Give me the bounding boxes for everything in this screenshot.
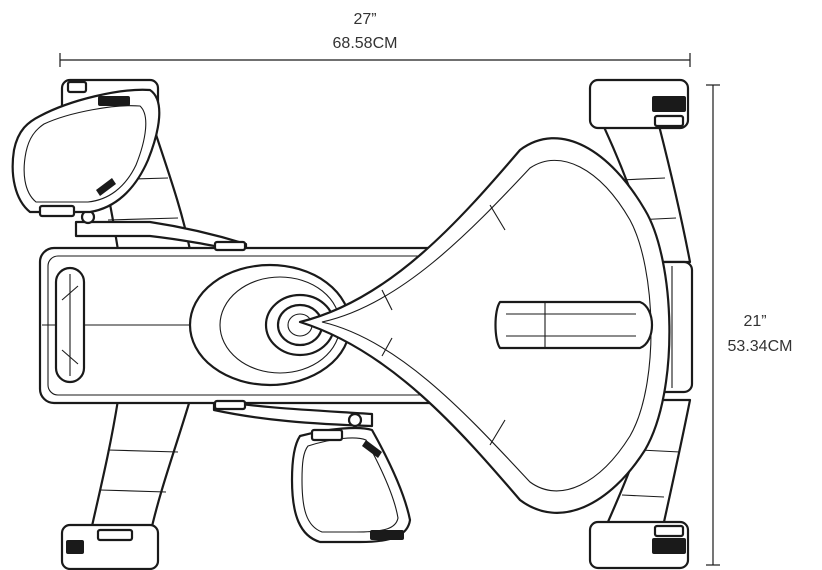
height-inches-label: 21” [743,313,767,330]
pedal-top [11,88,161,218]
width-cm-label: 68.58CM [332,35,398,52]
foot-bottom-left [60,523,160,570]
handle-center-spine [494,300,653,350]
crank-hub [264,293,336,357]
height-dimension-line [706,84,720,566]
side-grip-left [54,266,86,384]
pedal-bottom [290,426,412,544]
foot-bottom-right [588,520,690,570]
foot-top-right [588,78,690,130]
height-cm-label: 53.34CM [727,338,793,355]
leg-bottom-left [88,398,192,537]
crank-arm-bottom [212,398,374,428]
width-inches-label: 27” [353,11,377,28]
width-dimension-line [59,53,691,67]
